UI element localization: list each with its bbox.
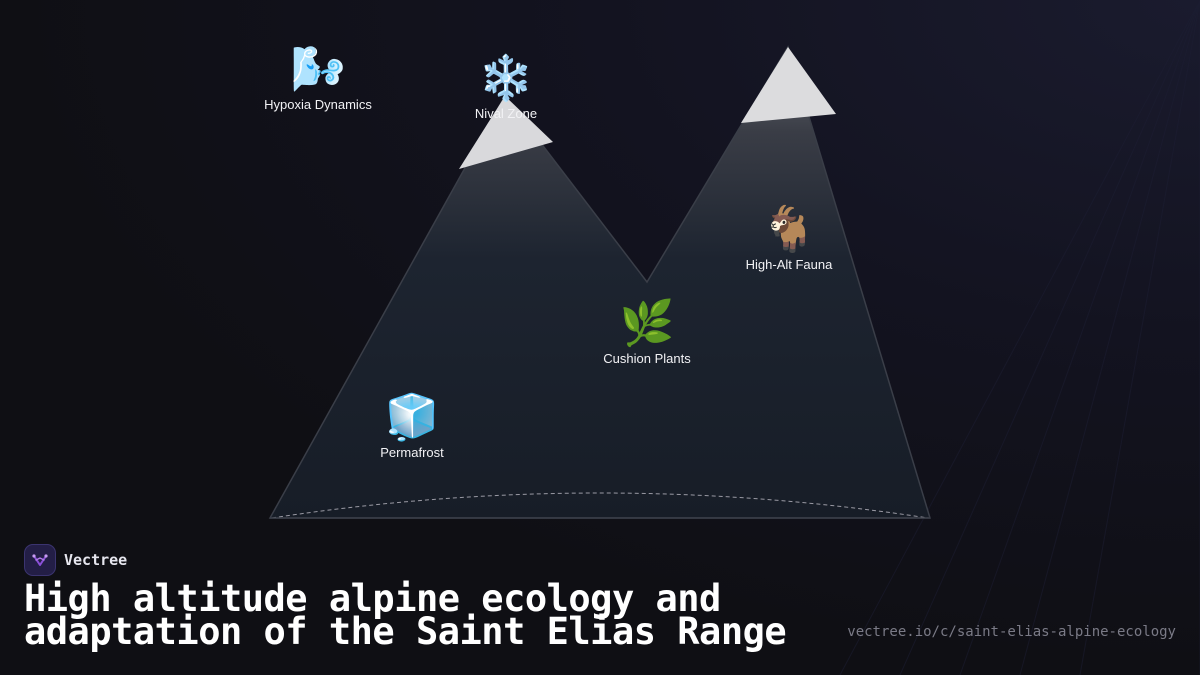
node-high-alt-fauna[interactable]: 🐐 High-Alt Fauna bbox=[709, 204, 869, 273]
herb-icon: 🌿 bbox=[619, 298, 675, 349]
node-label: Hypoxia Dynamics bbox=[264, 97, 372, 112]
node-label: Permafrost bbox=[380, 445, 444, 460]
node-label: Cushion Plants bbox=[603, 351, 691, 366]
left-peak-snowcap bbox=[459, 96, 553, 169]
source-url[interactable]: vectree.io/c/saint-elias-alpine-ecology bbox=[847, 624, 1176, 640]
node-label: Nival Zone bbox=[474, 106, 538, 121]
goat-icon: 🐐 bbox=[761, 204, 817, 255]
node-permafrost[interactable]: 🧊 Permafrost bbox=[332, 392, 492, 461]
ice-cube-icon: 🧊 bbox=[384, 392, 440, 443]
page-title: High altitude alpine ecology and adaptat… bbox=[24, 577, 787, 653]
right-peak-snowcap bbox=[741, 47, 836, 123]
brand[interactable]: Vectree bbox=[24, 544, 127, 576]
node-label: High-Alt Fauna bbox=[745, 257, 833, 272]
node-cushion-plants[interactable]: 🌿 Cushion Plants bbox=[567, 298, 727, 367]
node-hypoxia-dynamics[interactable]: 🌬️ Hypoxia Dynamics bbox=[238, 44, 398, 113]
snowflake-icon: ❄️ bbox=[478, 53, 534, 104]
wind-face-icon: 🌬️ bbox=[290, 44, 346, 95]
base-arc bbox=[271, 492, 929, 519]
vectree-logo-icon bbox=[24, 544, 56, 576]
brand-name: Vectree bbox=[64, 551, 128, 569]
node-nival-zone[interactable]: ❄️ Nival Zone bbox=[426, 53, 586, 122]
